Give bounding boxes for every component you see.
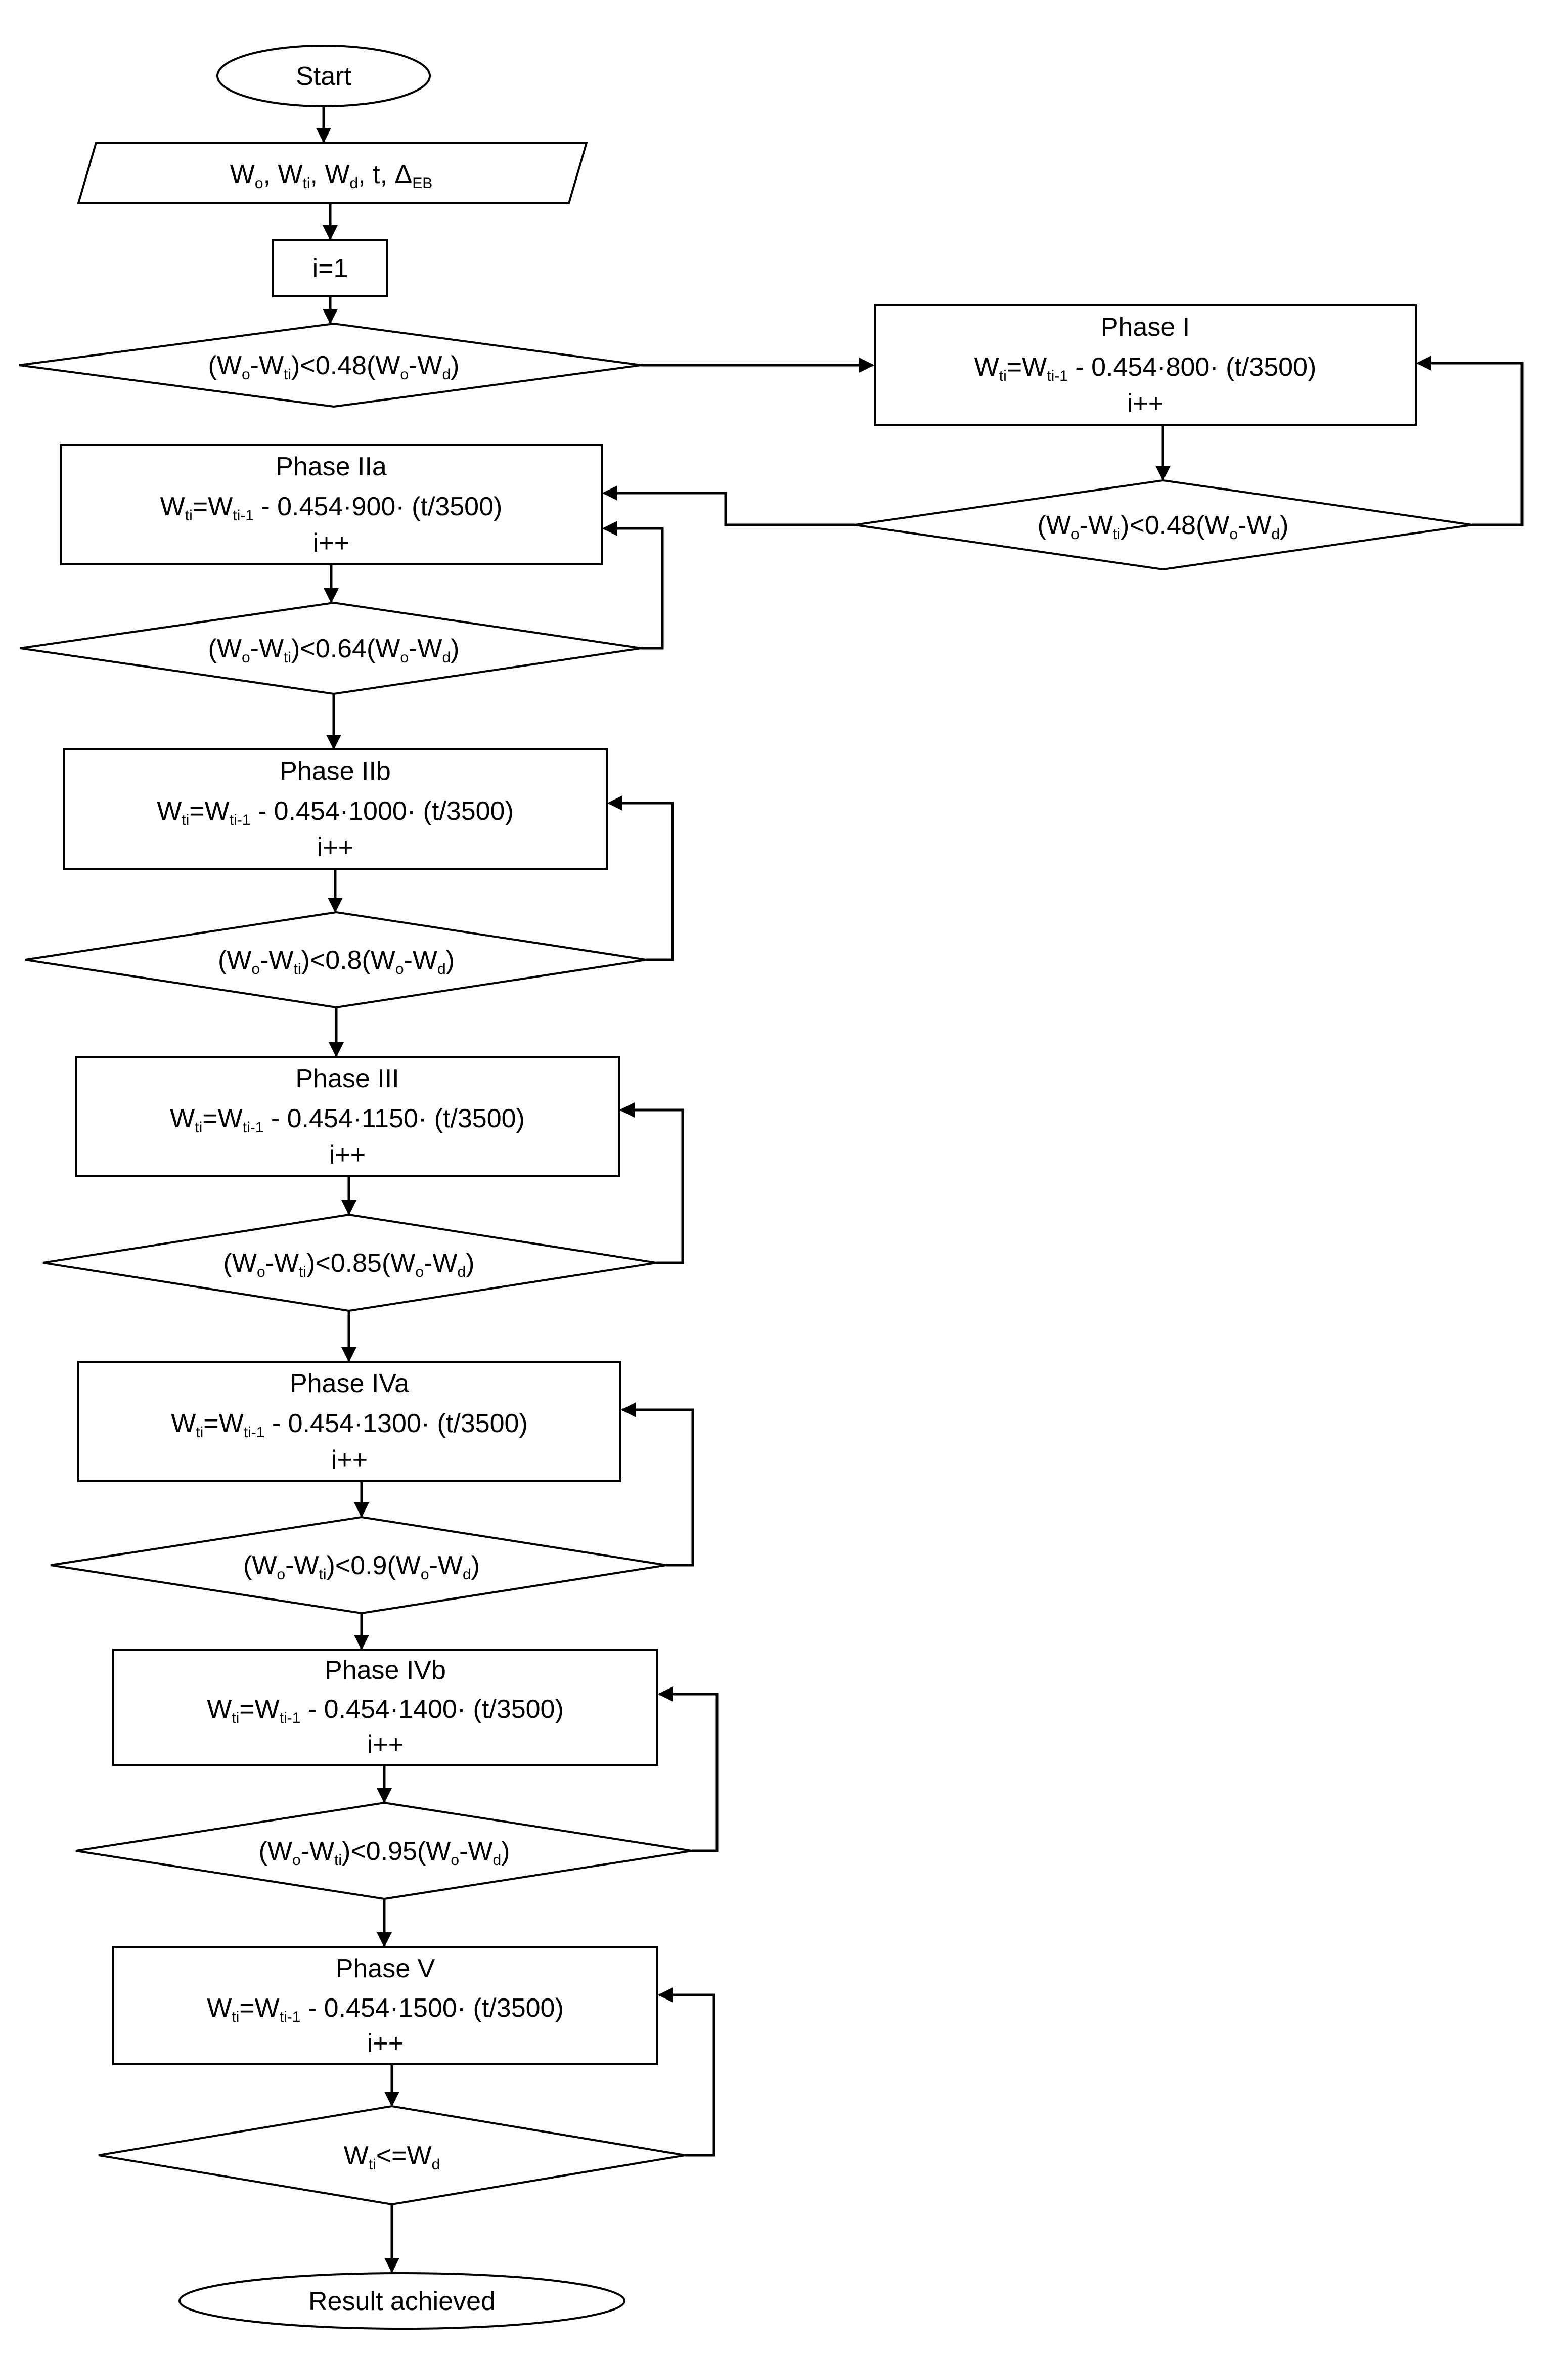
phase-4b-title: Phase IVb [325, 1656, 446, 1685]
decision-4a [50, 1516, 667, 1615]
decision-2b-label: (Wo-Wti)<0.8(Wo-Wd) [218, 946, 455, 978]
phase-2b-box [63, 748, 608, 870]
input-parallelogram [77, 142, 588, 204]
connector-decision-4a-loop-back [621, 1402, 694, 1567]
phase-3-box [75, 1056, 620, 1177]
decision-0 [19, 322, 642, 408]
phase-4a-title: Phase IVa [290, 1369, 409, 1398]
decision-0-label: (Wo-Wti)<0.48(Wo-Wd) [208, 351, 460, 383]
decision-4b [75, 1801, 692, 1900]
phase-4a-increment: i++ [331, 1445, 368, 1475]
end-terminal [178, 2272, 625, 2330]
phase-5-increment: i++ [367, 2029, 404, 2058]
phase-2b-title: Phase IIb [280, 757, 391, 786]
connector-decision-2b-loop-back [607, 795, 674, 961]
connector-decision-3-loop-back [619, 1102, 684, 1264]
decision-4a-label: (Wo-Wti)<0.9(Wo-Wd) [243, 1551, 480, 1583]
phase-4b-box [112, 1649, 658, 1766]
decision-1-label: (Wo-Wti)<0.48(Wo-Wd) [1038, 511, 1289, 543]
phase-1-increment: i++ [1127, 389, 1163, 418]
decision-3-label: (Wo-Wti)<0.85(Wo-Wd) [223, 1249, 475, 1280]
phase-4a-formula: Wti=Wti-1 - 0.454·1300· (t/3500) [171, 1409, 528, 1441]
connector-decision-1-to-phase-2a [602, 485, 855, 526]
phase-5-title: Phase V [336, 1954, 435, 1983]
phase-4a-box [77, 1361, 621, 1482]
phase-3-increment: i++ [329, 1140, 366, 1170]
end-label: Result achieved [308, 2287, 496, 2316]
phase-2a-formula: Wti=Wti-1 - 0.454·900· (t/3500) [160, 492, 503, 524]
start-label: Start [296, 62, 351, 91]
decision-4b-label: (Wo-Wti)<0.95(Wo-Wd) [259, 1837, 510, 1869]
connector-decision-2a-loop-back [602, 521, 664, 650]
phase-2a-box [60, 444, 603, 565]
phase-5-formula: Wti=Wti-1 - 0.454·1500· (t/3500) [207, 1993, 564, 2025]
phase-1-title: Phase I [1101, 313, 1190, 342]
phase-3-title: Phase III [295, 1064, 399, 1093]
decision-2a [20, 601, 642, 695]
phase-5-box [112, 1946, 658, 2065]
phase-2a-title: Phase IIa [276, 452, 387, 481]
phase-2b-increment: i++ [317, 833, 353, 862]
connector-decision-4b-loop-back [658, 1686, 719, 1852]
init-label: i=1 [312, 254, 348, 283]
phase-1-box [874, 304, 1417, 426]
decision-3 [42, 1213, 657, 1312]
phase-4b-formula: Wti=Wti-1 - 0.454·1400· (t/3500) [207, 1695, 564, 1726]
connector-decision-1-loop-back [1416, 356, 1524, 526]
phase-1-formula: Wti=Wti-1 - 0.454·800· (t/3500) [974, 352, 1317, 384]
decision-2b [25, 911, 647, 1009]
decision-5 [98, 2105, 686, 2206]
decision-2a-label: (Wo-Wti)<0.64(Wo-Wd) [208, 634, 460, 666]
start-terminal [216, 45, 431, 107]
init-box [272, 239, 388, 297]
phase-2b-formula: Wti=Wti-1 - 0.454·1000· (t/3500) [157, 796, 514, 828]
connector-decision-5-loop-back [658, 1987, 715, 2157]
decision-1 [854, 479, 1473, 571]
input-variables: Wo, Wti, Wd, t, ΔEB [230, 160, 433, 192]
phase-4b-increment: i++ [367, 1730, 404, 1759]
phase-2a-increment: i++ [313, 528, 349, 558]
decision-5-label: Wti<=Wd [344, 2141, 440, 2173]
phase-3-formula: Wti=Wti-1 - 0.454·1150· (t/3500) [170, 1104, 525, 1136]
